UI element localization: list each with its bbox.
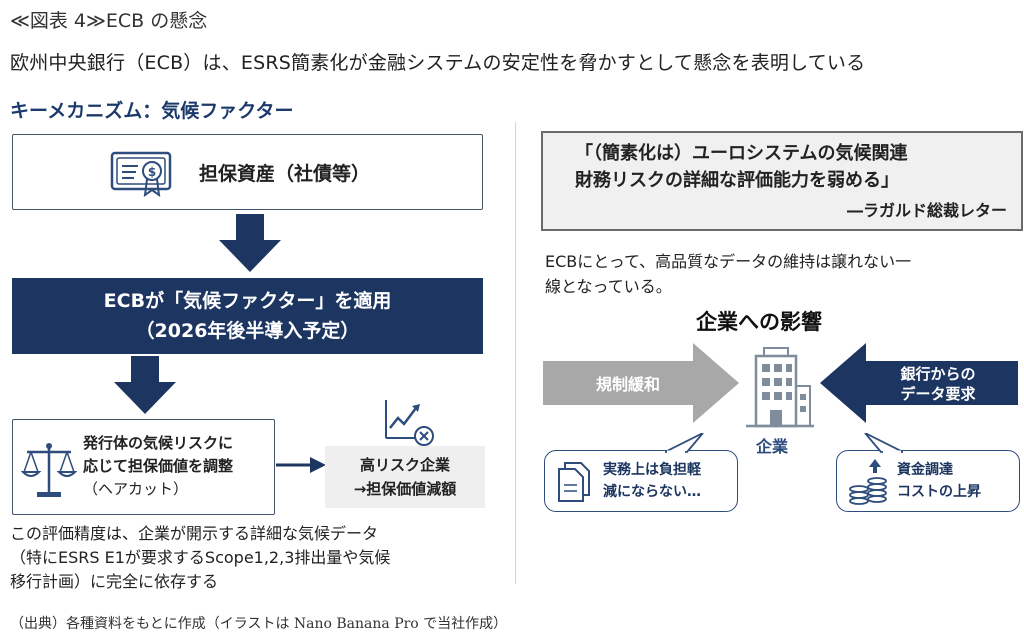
highrisk-line2: →担保価値減額 (353, 480, 457, 498)
ecb-climate-factor-box: ECBが「気候ファクター」を適用 （2026年後半導入予定） (12, 278, 483, 354)
building-icon (746, 347, 814, 428)
column-divider (515, 122, 516, 584)
collateral-box: $ 担保資産（社債等） (12, 134, 483, 210)
bank-data-request-arrow: 銀行からの データ要求 (820, 343, 1018, 423)
funding-cost-bubble: 資金調達 コストの上昇 (836, 433, 1020, 512)
haircut-line3: （ヘアカット） (83, 480, 189, 498)
certificate-icon: $ (110, 151, 172, 198)
bubble-left-line2: 減にならない… (603, 484, 701, 500)
coins-icon (849, 459, 887, 505)
highrisk-line1: 高リスク企業 (359, 456, 450, 474)
lagarde-quote-box: 「（簡素化は）ユーロシステムの気候関連 財務リスクの詳細な評価能力を弱める」 ―… (541, 131, 1023, 231)
collateral-label: 担保資産（社債等） (199, 163, 371, 185)
high-risk-box: 高リスク企業 →担保価値減額 (325, 446, 485, 508)
right-arrow-small (276, 457, 326, 473)
ecb-data-note: ECBにとって、高品質なデータの維持は譲れない一 線となっている。 (545, 249, 1015, 299)
ecb-note-line2: 線となっている。 (545, 277, 672, 296)
regulation-arrow-label: 規制緩和 (596, 375, 660, 394)
ecb-note-line1: ECBにとって、高品質なデータの維持は譲れない一 (545, 252, 912, 271)
haircut-box: 発行体の気候リスクに 応じて担保価値を調整 （ヘアカット） (12, 419, 275, 515)
mechanism-title: キーメカニズム：気候ファクター (10, 100, 294, 122)
svg-text:$: $ (148, 165, 156, 179)
figure-label: ≪図表 4≫ECB の懸念 (10, 10, 208, 32)
scale-icon (21, 443, 77, 497)
quote-author: ―ラガルド総裁レター (846, 201, 1007, 220)
haircut-line1: 発行体の気候リスクに (83, 434, 234, 452)
bubble-right-line2: コストの上昇 (897, 484, 981, 500)
bubble-tail-right (864, 433, 903, 453)
bubble-right-line1: 資金調達 (897, 462, 953, 478)
trend-down-icon (385, 400, 434, 446)
precision-note: この評価精度は、企業が開示する詳細な気候データ （特にESRS E1が要求するS… (10, 522, 510, 594)
bubble-tail (665, 433, 704, 453)
down-arrow-2 (114, 356, 176, 414)
burden-bubble: 実務上は負担軽 減にならない… (544, 433, 738, 512)
quote-line2: 財務リスクの詳細な評価能力を弱める」 (575, 170, 899, 191)
precision-line2: （特にESRS E1が要求するScope1,2,3排出量や気候 (10, 548, 391, 567)
precision-line3: 移行計画）に完全に依存する (10, 572, 219, 591)
headline: 欧州中央銀行（ECB）は、ESRS簡素化が金融システムの安定性を脅かすとして懸念… (10, 52, 866, 74)
document-icon (558, 462, 590, 502)
quote-line1: 「（簡素化は）ユーロシステムの気候関連 (575, 143, 908, 164)
bank-arrow-line1: 銀行からの (900, 365, 975, 383)
haircut-line2: 応じて担保価値を調整 (83, 457, 234, 475)
down-arrow-1 (219, 214, 281, 272)
company-label: 企業 (756, 437, 789, 456)
bank-arrow-line2: データ要求 (900, 385, 976, 403)
ecb-apply-line2: （2026年後半導入予定） (135, 320, 360, 342)
ecb-apply-line1: ECBが「気候ファクター」を適用 (103, 290, 392, 312)
source-note: （出典）各種資料をもとに作成（イラストは Nano Banana Pro で当社… (10, 616, 508, 632)
impact-title: 企業への影響 (696, 310, 822, 334)
regulation-easing-arrow: 規制緩和 (543, 343, 739, 423)
up-arrow-icon (869, 459, 881, 473)
bubble-left-line1: 実務上は負担軽 (603, 462, 701, 478)
precision-line1: この評価精度は、企業が開示する詳細な気候データ (10, 524, 379, 543)
